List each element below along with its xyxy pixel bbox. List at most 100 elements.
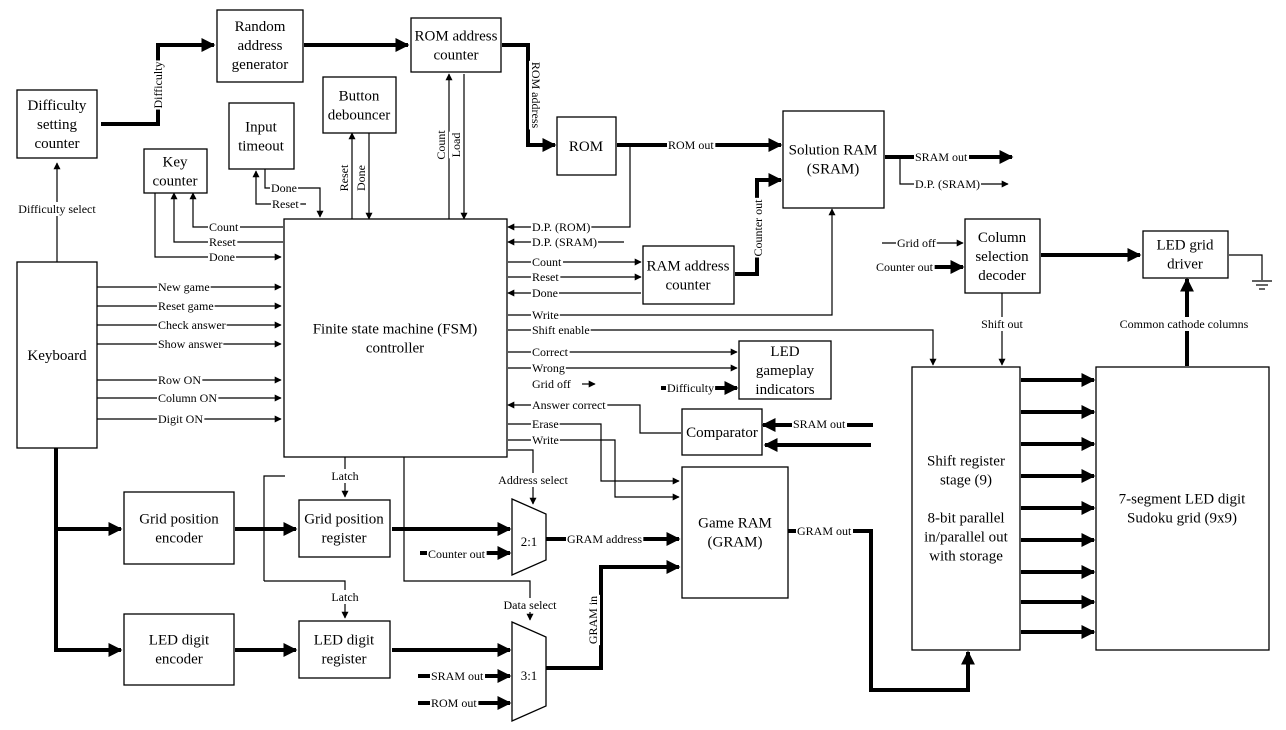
label-background	[531, 417, 560, 431]
label-background	[531, 220, 592, 234]
dp-rom-label: D.P. (ROM)	[532, 220, 590, 234]
block-label-line: Grid position	[139, 512, 219, 528]
shift-enable-label: Shift enable	[532, 323, 590, 337]
block-label-line: generator	[232, 57, 289, 73]
counter-out-label: Counter out	[876, 260, 934, 274]
block-label-line: stage (9)	[940, 473, 992, 489]
done-label: Done	[532, 286, 558, 300]
block-label-line: 7-segment LED digit	[1119, 492, 1246, 508]
signal-labels: Difficulty Difficulty select ROM address…	[17, 60, 1250, 710]
block-label: RAM address counter	[647, 259, 730, 294]
difficulty-label: Difficulty	[151, 61, 165, 108]
label-background	[208, 235, 238, 249]
block-label-line: ROM address	[415, 29, 498, 45]
label-background	[157, 337, 224, 351]
block-label: 3:1	[521, 668, 538, 683]
block-label-line: decoder	[978, 268, 1025, 284]
dp-sram-label: D.P. (SRAM)	[915, 177, 980, 191]
reset-label: Reset	[209, 235, 236, 249]
block-label-line: RAM address	[647, 259, 730, 275]
label-background	[531, 398, 608, 412]
label-background	[531, 323, 591, 337]
block-label: Game RAM(GRAM)	[698, 516, 772, 551]
latch-label: Latch	[331, 590, 358, 604]
label-background	[157, 391, 219, 405]
label-background	[449, 131, 463, 159]
reset-label: Reset	[532, 270, 559, 284]
label-background	[271, 197, 301, 211]
solution-ram-block: Solution RAM(SRAM)	[782, 110, 885, 209]
led-gameplay-indicators-block: LED gameplay indicators	[738, 340, 832, 400]
label-background	[896, 236, 937, 250]
label-background	[531, 308, 560, 322]
block-label-line: LED	[770, 344, 799, 360]
mux-2to1-block: 2:1	[511, 498, 547, 576]
answer-correct-label: Answer correct	[532, 398, 606, 412]
block-label-line: (GRAM)	[708, 535, 763, 551]
block-label: Keyboard	[27, 348, 87, 364]
block-label: LED gameplay indicators	[755, 344, 814, 398]
label-background	[270, 181, 298, 195]
block-label-line: counter	[666, 278, 711, 294]
label-background	[157, 280, 211, 294]
label-background	[980, 317, 1025, 331]
block-label-line: Difficulty	[28, 98, 87, 114]
count-label: Count	[532, 255, 562, 269]
counter-out-label: Counter out	[428, 547, 486, 561]
done-label: Done	[209, 250, 235, 264]
block-label-line: counter	[35, 136, 80, 152]
block-label: Finite state machine (FSM)controller	[313, 322, 478, 357]
write-label: Write	[532, 433, 559, 447]
difficulty-label: Difficulty	[667, 381, 714, 395]
label-background	[330, 590, 360, 604]
sram-out-label: SRAM out	[915, 150, 968, 164]
label-background	[430, 669, 486, 683]
label-background	[337, 163, 351, 193]
gram-address-label: GRAM address	[567, 532, 642, 546]
sram-out-label: SRAM out	[793, 417, 846, 431]
latch-label: Latch	[331, 469, 358, 483]
block-label-line: debouncer	[328, 108, 390, 124]
grid-off-label: Grid off	[897, 236, 936, 250]
label-background	[497, 473, 570, 487]
block-label-line: gameplay	[756, 363, 815, 379]
label-background	[434, 128, 448, 161]
label-background	[531, 433, 560, 447]
label-background	[531, 361, 566, 375]
label-background	[157, 412, 205, 426]
label-background	[531, 235, 599, 249]
block-label: ROM	[569, 139, 603, 155]
block-label-line: indicators	[755, 382, 814, 398]
block-label-line: encoder	[155, 652, 202, 668]
comparator-block: Comparator	[681, 408, 763, 456]
block-label-line: Solution RAM	[789, 143, 878, 159]
block-label: Button debouncer	[328, 89, 390, 124]
block-label-line: 2:1	[521, 534, 538, 549]
show-answer-label: Show answer	[158, 337, 222, 351]
block-label-line: driver	[1167, 257, 1203, 273]
gram-out-label: GRAM out	[797, 524, 852, 538]
label-background	[157, 299, 215, 313]
block-label-line: timeout	[238, 139, 285, 155]
block-label-line: Button	[339, 89, 380, 105]
difficulty-select-label: Difficulty select	[18, 202, 96, 216]
block-label: 2:1	[521, 534, 538, 549]
rom-address-label: ROM address	[529, 62, 543, 129]
dp-sram-label: D.P. (SRAM)	[532, 235, 597, 249]
label-background	[1118, 317, 1250, 331]
done-label: Done	[354, 165, 368, 191]
